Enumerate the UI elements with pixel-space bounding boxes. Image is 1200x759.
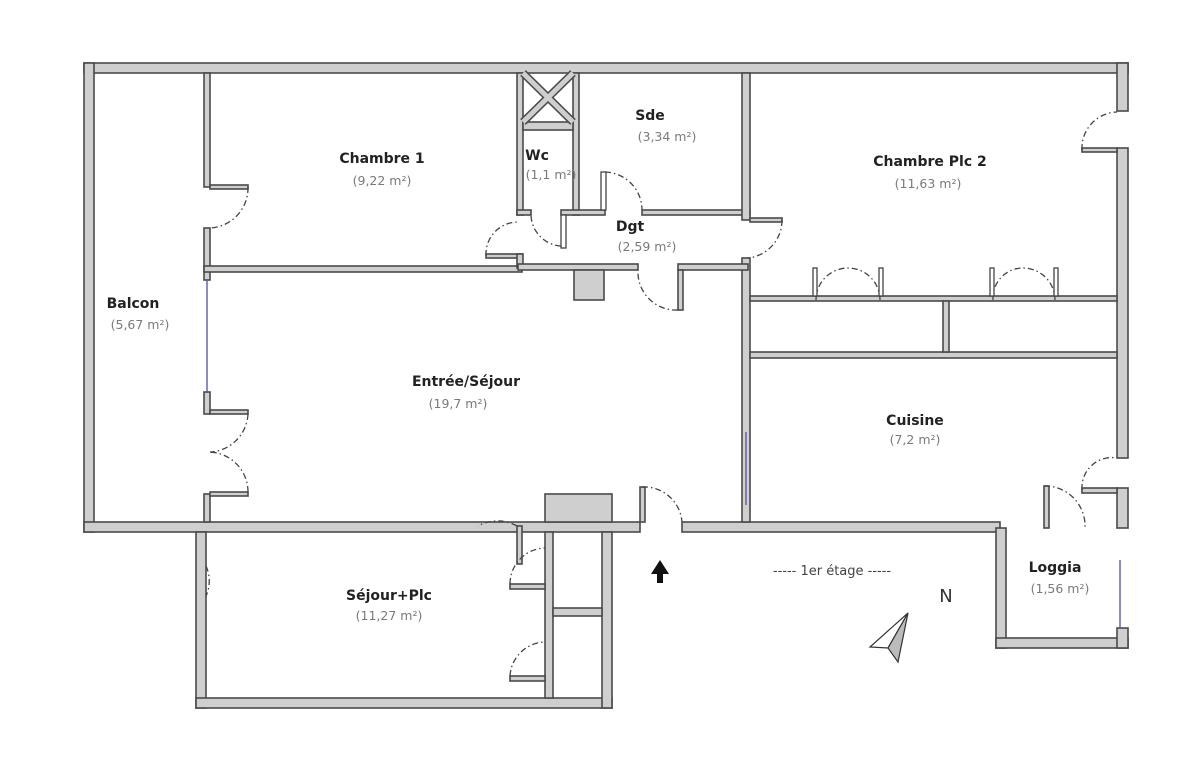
svg-text:(1,56 m²): (1,56 m²) (1031, 581, 1090, 596)
svg-text:(3,34 m²): (3,34 m²) (638, 129, 697, 144)
svg-text:Sde: Sde (635, 108, 665, 124)
north-label: N (939, 586, 952, 607)
svg-text:(5,67 m²): (5,67 m²) (111, 317, 170, 332)
room-chambre-1: Chambre 1 (9,22 m²) (339, 151, 424, 188)
walls (83, 62, 1129, 709)
svg-text:Chambre 1: Chambre 1 (339, 151, 424, 167)
compass-arrow-icon (868, 612, 909, 664)
svg-text:Cuisine: Cuisine (886, 413, 944, 429)
room-dgt: Dgt (2,59 m²) (616, 219, 677, 254)
room-wc: Wc (1,1 m²) (525, 148, 576, 182)
room-sejour-plc: Séjour+Plc (11,27 m²) (346, 588, 432, 623)
room-loggia: Loggia (1,56 m²) (1029, 560, 1090, 596)
svg-text:Wc: Wc (525, 148, 549, 164)
svg-text:(9,22 m²): (9,22 m²) (353, 173, 412, 188)
svg-text:(19,7 m²): (19,7 m²) (429, 396, 488, 411)
room-cuisine: Cuisine (7,2 m²) (886, 413, 944, 447)
svg-text:(7,2 m²): (7,2 m²) (890, 432, 941, 447)
entrance-arrow-icon (651, 560, 669, 583)
svg-text:(1,1 m²): (1,1 m²) (526, 167, 577, 182)
room-balcon: Balcon (5,67 m²) (107, 296, 170, 332)
svg-text:Entrée/Séjour: Entrée/Séjour (412, 374, 520, 390)
windows (206, 280, 1121, 628)
svg-text:Séjour+Plc: Séjour+Plc (346, 588, 432, 604)
room-chambre-plc-2: Chambre Plc 2 (11,63 m²) (873, 154, 987, 191)
room-entree-sejour: Entrée/Séjour (19,7 m²) (412, 374, 520, 411)
svg-text:Dgt: Dgt (616, 219, 645, 235)
floor-label: ----- 1er étage ----- (773, 564, 892, 579)
room-sde: Sde (3,34 m²) (635, 108, 696, 144)
svg-text:Loggia: Loggia (1029, 560, 1082, 576)
svg-text:(11,27 m²): (11,27 m²) (356, 608, 423, 623)
svg-text:(2,59 m²): (2,59 m²) (618, 239, 677, 254)
doors (205, 111, 1118, 677)
svg-text:Balcon: Balcon (107, 296, 160, 312)
svg-text:(11,63 m²): (11,63 m²) (895, 176, 962, 191)
svg-text:Chambre Plc 2: Chambre Plc 2 (873, 154, 987, 170)
